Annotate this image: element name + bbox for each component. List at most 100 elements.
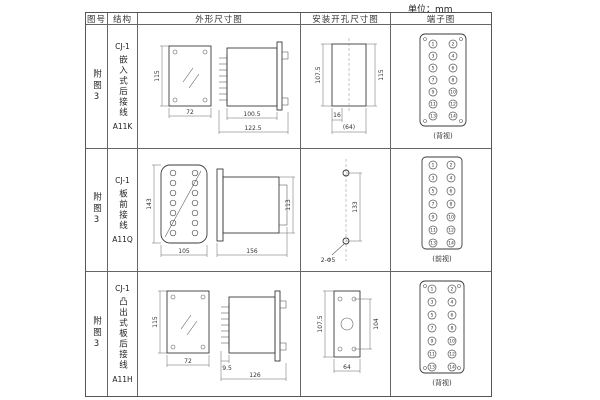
svg-text:4: 4 — [450, 176, 453, 182]
svg-text:3: 3 — [432, 53, 435, 59]
figure-cell: 附图3 — [86, 272, 108, 396]
dim-install-v2: 115 — [378, 69, 385, 81]
svg-text:1: 1 — [432, 41, 435, 47]
dim-total: 113 — [285, 199, 292, 211]
outline-diagram-cell: 115 72 100.5 122.5 — [138, 25, 301, 149]
dim-install-v1: 107.5 — [317, 315, 324, 332]
svg-text:7: 7 — [432, 77, 435, 83]
outline-diagram-cell: 115 72 9.5 126 — [138, 272, 301, 396]
figure-label: 附图3 — [91, 192, 102, 228]
structure-code: A11H — [112, 374, 133, 384]
figure-cell: 附图3 — [86, 149, 108, 272]
structure-type: 嵌入式后接线 — [117, 55, 128, 118]
svg-text:2: 2 — [452, 41, 455, 47]
dim-width: 105 — [178, 248, 190, 255]
dim-height: 143 — [146, 198, 153, 210]
dim-height: 115 — [152, 316, 159, 328]
header-outline: 外形尺寸图 — [138, 13, 301, 25]
dim-total: 126 — [249, 372, 261, 379]
svg-text:5: 5 — [432, 65, 435, 71]
svg-text:8: 8 — [452, 77, 455, 83]
dim-install-v2: 104 — [373, 318, 380, 330]
structure-cell: CJ-1 板前接线 A11Q — [108, 149, 138, 272]
svg-text:8: 8 — [450, 202, 453, 208]
svg-text:12: 12 — [450, 101, 456, 107]
svg-text:9: 9 — [432, 89, 435, 95]
header-figure: 图号 — [86, 13, 108, 25]
dim-total: 122.5 — [244, 125, 261, 132]
svg-text:6: 6 — [452, 65, 455, 71]
dim-body: 156 — [246, 248, 258, 255]
svg-text:10: 10 — [450, 89, 456, 95]
outline-drawing-a11h: 115 72 9.5 126 — [152, 290, 286, 381]
terminal-caption: (背视) — [433, 131, 453, 140]
svg-text:8: 8 — [451, 326, 454, 332]
svg-text:3: 3 — [432, 176, 435, 182]
structure-model: CJ-1 — [115, 42, 130, 51]
dim-install-h1: 16 — [333, 112, 341, 119]
svg-text:13: 13 — [430, 241, 436, 247]
svg-text:10: 10 — [448, 215, 454, 221]
svg-text:2: 2 — [451, 287, 454, 293]
dim-body: 100.5 — [243, 111, 260, 118]
dim-install-holes: 2-Φ5 — [320, 257, 335, 264]
svg-text:13: 13 — [430, 113, 436, 119]
install-diagram-cell: 107.5 104 64 — [301, 272, 391, 396]
svg-text:9: 9 — [432, 215, 435, 221]
svg-text:10: 10 — [449, 339, 455, 345]
structure-model: CJ-1 — [115, 176, 130, 185]
svg-text:2: 2 — [450, 163, 453, 169]
dim-height: 115 — [154, 70, 161, 82]
svg-text:11: 11 — [429, 352, 435, 358]
outline-drawing-a11k: 115 72 100.5 122.5 — [154, 41, 288, 134]
dim-install-v1: 133 — [352, 201, 359, 213]
spec-table: 图号 结构 外形尺寸图 安装开孔尺寸图 端子图 附图3 CJ-1 嵌入式后接线 … — [85, 12, 492, 397]
header-install: 安装开孔尺寸图 — [301, 13, 391, 25]
figure-label: 附图3 — [91, 316, 102, 352]
svg-text:12: 12 — [449, 352, 455, 358]
svg-text:12: 12 — [448, 228, 454, 234]
svg-text:6: 6 — [450, 189, 453, 195]
figure-label: 附图3 — [91, 68, 102, 105]
structure-model: CJ-1 — [115, 284, 130, 294]
svg-text:1: 1 — [432, 163, 435, 169]
svg-text:11: 11 — [430, 228, 436, 234]
dim-width: 72 — [186, 109, 194, 116]
terminal-caption: (背视) — [432, 378, 452, 387]
svg-text:5: 5 — [432, 189, 435, 195]
figure-cell: 附图3 — [86, 25, 108, 149]
structure-code: A11Q — [112, 235, 133, 244]
svg-text:7: 7 — [432, 202, 435, 208]
structure-cell: CJ-1 凸出式板后接线 A11H — [108, 272, 138, 396]
svg-text:9: 9 — [431, 339, 434, 345]
dim-body: 9.5 — [222, 365, 232, 372]
install-diagram-cell: 107.5 115 16 (64) — [301, 25, 391, 149]
svg-text:4: 4 — [451, 300, 454, 306]
install-diagram-cell: 133 2-Φ5 — [301, 149, 391, 272]
plate-holes — [169, 169, 198, 237]
structure-code: A11K — [112, 122, 133, 131]
dim-width: 72 — [184, 358, 192, 365]
svg-text:5: 5 — [431, 313, 434, 319]
svg-text:11: 11 — [430, 101, 436, 107]
svg-text:14: 14 — [450, 113, 456, 119]
svg-text:14: 14 — [448, 241, 454, 247]
dim-install-v1: 107.5 — [315, 66, 322, 83]
svg-text:1: 1 — [431, 287, 434, 293]
structure-type: 板前接线 — [117, 189, 128, 231]
install-drawing-a11h: 107.5 104 64 — [317, 290, 380, 373]
header-structure: 结构 — [108, 13, 138, 25]
svg-text:6: 6 — [451, 313, 454, 319]
structure-cell: CJ-1 嵌入式后接线 A11K — [108, 25, 138, 149]
terminal-caption: (前视) — [432, 254, 452, 263]
structure-type: 凸出式板后接线 — [117, 297, 128, 371]
svg-text:7: 7 — [431, 326, 434, 332]
